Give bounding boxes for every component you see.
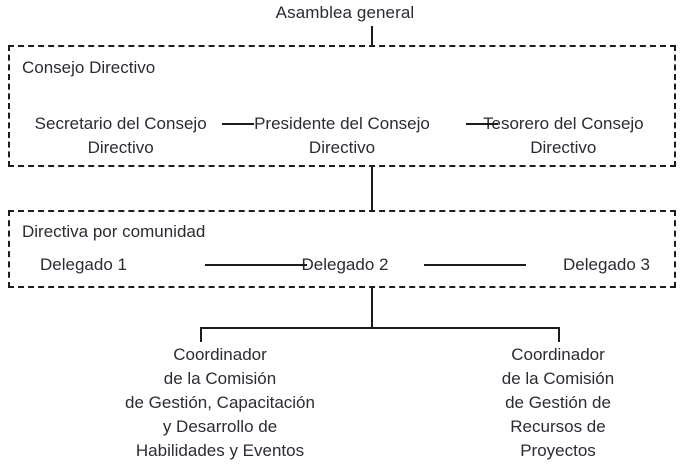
node-line-1: Secretario del Consejo [34, 114, 207, 133]
node-coordinador-gestion-recursos-proyectos: Coordinador de la Comisión de Gestión de… [418, 343, 690, 463]
connector-directiva-to-coordinadores [371, 286, 373, 328]
connector-bus-to-coordinador-recursos-proyectos [558, 327, 560, 342]
node-line-4: Recursos de [510, 417, 606, 436]
connector-presidente-to-tesorero [466, 123, 498, 125]
node-secretario-del-consejo-directivo: Secretario del Consejo Directivo [10, 112, 231, 160]
connector-delegado2-to-delegado3 [424, 264, 526, 266]
node-line-2: Directivo [308, 138, 376, 157]
connector-secretario-to-presidente [222, 123, 254, 125]
group-directiva-por-comunidad [8, 210, 676, 288]
node-asamblea-general: Asamblea general [275, 3, 415, 22]
node-line-4: y Desarrollo de [162, 417, 278, 436]
node-line-1: Coordinador [173, 345, 267, 364]
node-line-2: Directivo [530, 138, 597, 157]
node-line-1: Coordinador [511, 345, 605, 364]
node-delegado-3: Delegado 3 [563, 255, 650, 274]
group-label-directiva-por-comunidad: Directiva por comunidad [22, 222, 206, 241]
node-presidente-del-consejo-directivo: Presidente del Consejo Directivo [231, 112, 452, 160]
connector-consejo-to-directiva [371, 165, 373, 212]
node-delegado-1: Delegado 1 [40, 255, 127, 274]
connector-asamblea-to-consejo [371, 26, 373, 47]
connector-delegado1-to-delegado2 [205, 264, 307, 266]
node-line-1: Presidente del Consejo [254, 114, 430, 133]
connector-coordinadores-bus [200, 327, 560, 329]
node-line-2: Directivo [87, 138, 154, 157]
node-line-3: de Gestión de [505, 393, 611, 412]
node-line-3: de Gestión, Capacitación [125, 393, 315, 412]
directiva-members: Delegado 1 Delegado 2 Delegado 3 [40, 252, 650, 278]
node-coordinador-gestion-capacitacion-desarrollo: Coordinador de la Comisión de Gestión, C… [80, 343, 360, 463]
group-label-consejo-directivo: Consejo Directivo [22, 58, 156, 77]
node-tesorero-del-consejo-directivo: Tesorero del Consejo Directivo [453, 112, 674, 160]
node-line-5: Proyectos [520, 441, 596, 460]
group-consejo-directivo [8, 45, 676, 167]
node-line-2: de la Comisión [501, 369, 615, 388]
node-line-2: de la Comisión [163, 369, 277, 388]
node-line-5: Habilidades y Eventos [135, 441, 305, 460]
connector-bus-to-coordinador-gestion-capacitacion [200, 327, 202, 342]
consejo-directivo-members: Secretario del Consejo Directivo Preside… [10, 112, 674, 162]
node-delegado-2: Delegado 2 [301, 255, 389, 274]
node-line-1: Tesorero del Consejo [482, 114, 644, 133]
